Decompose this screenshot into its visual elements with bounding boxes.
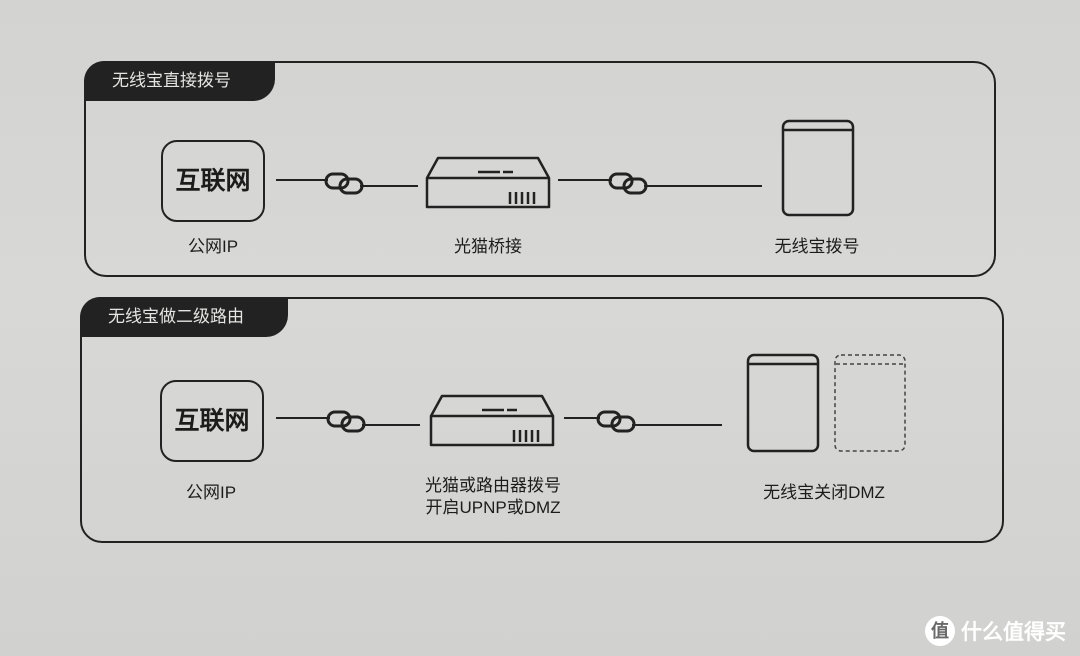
router-icon: [781, 119, 855, 217]
panel-direct-dial: 无线宝直接拨号: [84, 61, 996, 277]
public-ip-label: 公网IP: [185, 483, 237, 502]
modem-icon: [425, 156, 551, 209]
watermark: 值 什么值得买: [925, 616, 1066, 646]
link-icon: [596, 410, 636, 433]
panel-direct-dial-title: 无线宝直接拨号: [84, 61, 275, 101]
internet-box: 互联网: [161, 140, 265, 222]
router-icon: [746, 353, 820, 453]
internet-box: 互联网: [160, 380, 264, 462]
modem-label-line1: 光猫或路由器拨号: [425, 476, 561, 495]
panel-secondary-router-title: 无线宝做二级路由: [80, 297, 288, 337]
panel-secondary-router: 无线宝做二级路由: [80, 297, 1004, 543]
modem-label: 光猫或路由器拨号 开启UPNP或DMZ: [425, 475, 561, 519]
router-label: 无线宝拨号: [774, 237, 860, 256]
public-ip-label: 公网IP: [187, 237, 239, 256]
link-icon: [326, 410, 366, 433]
router-label: 无线宝关闭DMZ: [763, 483, 885, 502]
modem-label-line2: 开启UPNP或DMZ: [425, 498, 561, 517]
modem-icon: [429, 394, 555, 447]
link-icon: [608, 172, 648, 195]
watermark-text: 什么值得买: [961, 621, 1066, 644]
link-icon: [324, 172, 364, 195]
connection-line: [276, 179, 762, 187]
modem-label: 光猫桥接: [454, 237, 522, 256]
watermark-badge: 值: [925, 616, 955, 646]
connection-line: [276, 417, 722, 426]
router-icon-dashed: [834, 354, 906, 452]
